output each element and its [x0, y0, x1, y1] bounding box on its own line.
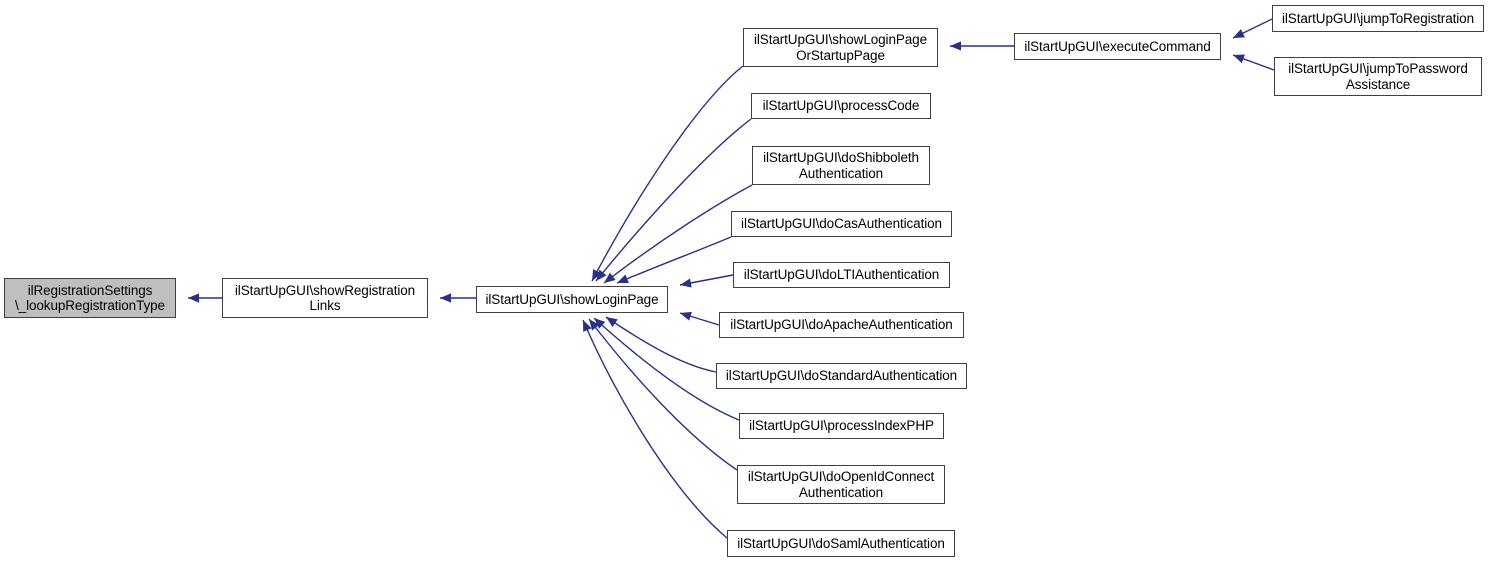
graph-node-label: ilStartUpGUI\showLoginPage: [485, 291, 659, 307]
graph-node-showRegistrationLinks[interactable]: ilStartUpGUI\showRegistration Links: [222, 278, 428, 318]
edge-doStandardAuthentication-to-showLoginPage-arrowhead: [606, 317, 618, 327]
edge-doStandardAuthentication-to-showLoginPage: [605, 316, 717, 373]
graph-node-doShibbolethAuthentication[interactable]: ilStartUpGUI\doShibboleth Authentication: [752, 146, 930, 185]
edge-showRegistrationLinks-to-lookupRegistrationType-arrowhead: [188, 293, 199, 303]
edge-showLoginPageOrStartupPage-to-showLoginPage-arrowhead: [592, 269, 602, 281]
edge-showLoginPage-to-showRegistrationLinks-arrowhead: [440, 293, 451, 303]
edge-jumpToRegistration-to-executeCommand: [1232, 18, 1273, 39]
edge-processCode-to-showLoginPage: [595, 118, 752, 282]
graph-node-label: ilStartUpGUI\doLTIAuthentication: [743, 267, 940, 283]
edge-doShibbolethAuthentication-to-showLoginPage: [603, 184, 753, 284]
graph-node-label: ilStartUpGUI\doOpenIdConnect Authenticat…: [747, 469, 935, 500]
edge-doOpenIdConnectAuthentication-to-showLoginPage-arrowhead: [589, 319, 600, 331]
graph-node-processCode[interactable]: ilStartUpGUI\processCode: [751, 93, 931, 119]
graph-node-doStandardAuthentication[interactable]: ilStartUpGUI\doStandardAuthentication: [716, 363, 967, 389]
graph-node-executeCommand[interactable]: ilStartUpGUI\executeCommand: [1014, 33, 1221, 60]
edge-executeCommand-to-showLoginPageOrStartupPage-arrowhead: [950, 41, 961, 51]
graph-node-label: ilStartUpGUI\doSamlAuthentication: [737, 535, 945, 551]
edge-jumpToPasswordAssistance-to-executeCommand: [1232, 54, 1275, 71]
graph-node-doOpenIdConnectAuthentication[interactable]: ilStartUpGUI\doOpenIdConnect Authenticat…: [737, 465, 945, 504]
graph-node-label: ilStartUpGUI\doStandardAuthentication: [725, 368, 958, 384]
edge-doApacheAuthentication-to-showLoginPage-arrowhead: [680, 311, 692, 321]
graph-node-label: ilStartUpGUI\processIndexPHP: [749, 418, 934, 434]
graph-node-doLTIAuthentication[interactable]: ilStartUpGUI\doLTIAuthentication: [733, 262, 950, 288]
edge-doCasAuthentication-to-showLoginPage: [616, 236, 732, 284]
graph-node-jumpToPasswordAssistance[interactable]: ilStartUpGUI\jumpToPassword Assistance: [1274, 57, 1482, 96]
graph-node-lookupRegistrationType[interactable]: ilRegistrationSettings \_lookupRegistrat…: [4, 278, 176, 318]
edge-jumpToRegistration-to-executeCommand-arrowhead: [1233, 29, 1245, 38]
edge-doShibbolethAuthentication-to-showLoginPage-arrowhead: [604, 272, 616, 283]
graph-node-showLoginPage[interactable]: ilStartUpGUI\showLoginPage: [476, 286, 668, 313]
edge-doApacheAuthentication-to-showLoginPage: [679, 312, 720, 326]
edge-doOpenIdConnectAuthentication-to-showLoginPage: [588, 318, 738, 471]
edge-doSamlAuthentication-to-showLoginPage-arrowhead: [583, 320, 592, 332]
graph-node-label: ilStartUpGUI\jumpToPassword Assistance: [1288, 61, 1468, 92]
graph-node-label: ilStartUpGUI\executeCommand: [1024, 38, 1211, 54]
graph-node-jumpToRegistration[interactable]: ilStartUpGUI\jumpToRegistration: [1272, 5, 1484, 32]
edge-doLTIAuthentication-to-showLoginPage-arrowhead: [680, 278, 692, 288]
graph-node-doSamlAuthentication[interactable]: ilStartUpGUI\doSamlAuthentication: [727, 530, 955, 557]
edge-showLoginPageOrStartupPage-to-showLoginPage: [591, 65, 744, 282]
graph-node-label: ilRegistrationSettings \_lookupRegistrat…: [15, 282, 165, 314]
edge-processIndexPHP-to-showLoginPage-arrowhead: [594, 318, 606, 329]
graph-node-label: ilStartUpGUI\showLoginPage OrStartupPage: [754, 32, 927, 63]
graph-node-showLoginPageOrStartupPage[interactable]: ilStartUpGUI\showLoginPage OrStartupPage: [743, 28, 938, 67]
graph-node-label: ilStartUpGUI\doShibboleth Authentication: [763, 150, 919, 181]
graph-node-label: ilStartUpGUI\processCode: [762, 98, 920, 114]
graph-node-label: ilStartUpGUI\doApacheAuthentication: [730, 317, 953, 333]
graph-node-label: ilStartUpGUI\jumpToRegistration: [1282, 10, 1474, 26]
edge-jumpToPasswordAssistance-to-executeCommand-arrowhead: [1233, 54, 1245, 64]
edge-processCode-to-showLoginPage-arrowhead: [596, 269, 607, 281]
graph-node-label: ilStartUpGUI\doCasAuthentication: [741, 216, 942, 232]
edge-doLTIAuthentication-to-showLoginPage: [679, 274, 734, 286]
edge-doSamlAuthentication-to-showLoginPage: [582, 319, 728, 539]
graph-node-processIndexPHP[interactable]: ilStartUpGUI\processIndexPHP: [739, 413, 944, 439]
graph-node-doCasAuthentication[interactable]: ilStartUpGUI\doCasAuthentication: [731, 211, 952, 237]
graph-node-doApacheAuthentication[interactable]: ilStartUpGUI\doApacheAuthentication: [719, 312, 964, 338]
graph-node-label: ilStartUpGUI\showRegistration Links: [234, 282, 416, 314]
